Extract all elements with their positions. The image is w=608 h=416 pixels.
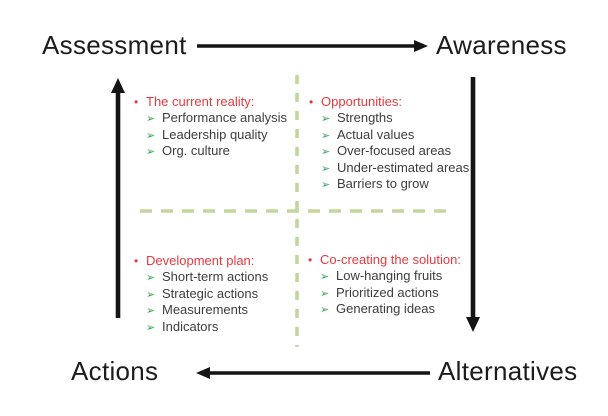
bullet-icon: •	[134, 254, 139, 268]
quadrant-co-creating-solution: • Co-creating the solution: ➢ Low-hanging …	[308, 252, 461, 318]
list-item: ➢ Org. culture	[146, 143, 287, 159]
list-item-label: Measurements	[162, 302, 248, 318]
arrow-bullet-icon: ➢	[146, 287, 156, 301]
bullet-icon: •	[134, 95, 139, 109]
arrow-bullet-icon: ➢	[321, 128, 331, 142]
list-item: ➢ Prioritized actions	[320, 285, 461, 301]
list-item-label: Indicators	[162, 318, 219, 334]
arrow-bullet-icon: ➢	[320, 270, 330, 284]
arrow-bullet-icon: ➢	[146, 304, 156, 318]
list-item: ➢ Strengths	[321, 110, 469, 126]
quadrant-heading: • Development plan:	[134, 253, 268, 269]
list-item-label: Performance analysis	[162, 110, 287, 126]
list-item-label: Generating ideas	[336, 301, 436, 317]
list-item: ➢ Measurements	[146, 302, 268, 318]
list-item: ➢ Over-focused areas	[321, 143, 469, 159]
arrow-bullet-icon: ➢	[146, 128, 156, 142]
label-awareness: Awareness	[436, 30, 567, 60]
bullet-icon: •	[308, 253, 313, 267]
list-item-label: Low-hanging fruits	[336, 268, 443, 284]
quadrant-heading: • The current reality:	[134, 94, 287, 110]
arrow-assessment-to-awareness	[197, 40, 428, 52]
list-item-label: Strengths	[337, 110, 393, 126]
arrow-bullet-icon: ➢	[146, 145, 156, 159]
list-item-label: Under-estimated areas	[337, 159, 470, 175]
arrow-bullet-icon: ➢	[320, 303, 330, 317]
list-item-label: Strategic actions	[162, 285, 259, 301]
arrow-bullet-icon: ➢	[146, 271, 156, 285]
quadrant-development-plan: • Development plan: ➢ Short-term actions ➢…	[134, 253, 268, 335]
arrow-bullet-icon: ➢	[321, 112, 331, 126]
arrow-alternatives-to-actions	[196, 367, 430, 379]
arrow-actions-to-assessment	[111, 78, 125, 318]
bullet-icon: •	[309, 95, 314, 109]
arrow-bullet-icon: ➢	[146, 112, 156, 126]
list-item: ➢ Generating ideas	[320, 301, 461, 317]
arrow-bullet-icon: ➢	[146, 320, 156, 334]
arrow-head-up-icon	[111, 78, 125, 93]
arrow-awareness-to-alternatives	[466, 77, 480, 332]
quadrant-opportunities: • Opportunities: ➢ Strengths ➢ Actual value…	[309, 94, 469, 192]
quadrant-title: Co-creating the solution:	[320, 252, 461, 267]
label-actions: Actions	[71, 356, 159, 386]
arrow-bullet-icon: ➢	[321, 161, 331, 175]
arrow-head-left-icon	[196, 367, 210, 379]
list-item: ➢ Low-hanging fruits	[320, 268, 461, 284]
arrow-head-down-icon	[466, 317, 480, 332]
quadrant-title: Development plan:	[146, 253, 255, 268]
arrow-head-right-icon	[414, 40, 428, 52]
label-assessment: Assessment	[42, 30, 187, 60]
list-item-label: Prioritized actions	[336, 284, 439, 300]
list-item-label: Over-focused areas	[337, 143, 452, 159]
arrow-bullet-icon: ➢	[321, 145, 331, 159]
list-item: ➢ Actual values	[321, 127, 469, 143]
quadrant-heading: • Co-creating the solution:	[308, 252, 461, 268]
arrow-bullet-icon: ➢	[321, 178, 331, 192]
list-item: ➢ Leadership quality	[146, 127, 287, 143]
quadrant-title: Opportunities:	[321, 94, 402, 109]
quadrant-heading: • Opportunities:	[309, 94, 469, 110]
list-item: ➢ Strategic actions	[146, 286, 268, 302]
quadrant-title: The current reality:	[146, 94, 255, 109]
label-alternatives: Alternatives	[438, 356, 578, 386]
list-item: ➢ Indicators	[146, 319, 268, 335]
list-item: ➢ Under-estimated areas	[321, 160, 469, 176]
arrow-bullet-icon: ➢	[320, 286, 330, 300]
list-item: ➢ Barriers to grow	[321, 176, 469, 192]
quadrant-current-reality: • The current reality: ➢ Performance analy…	[134, 94, 287, 160]
list-item-label: Org. culture	[162, 143, 230, 159]
list-item-label: Short-term actions	[162, 269, 269, 285]
list-item: ➢ Performance analysis	[146, 110, 287, 126]
list-item-label: Actual values	[337, 126, 415, 142]
list-item: ➢ Short-term actions	[146, 269, 268, 285]
list-item-label: Barriers to grow	[337, 176, 429, 192]
list-item-label: Leadership quality	[162, 126, 268, 142]
